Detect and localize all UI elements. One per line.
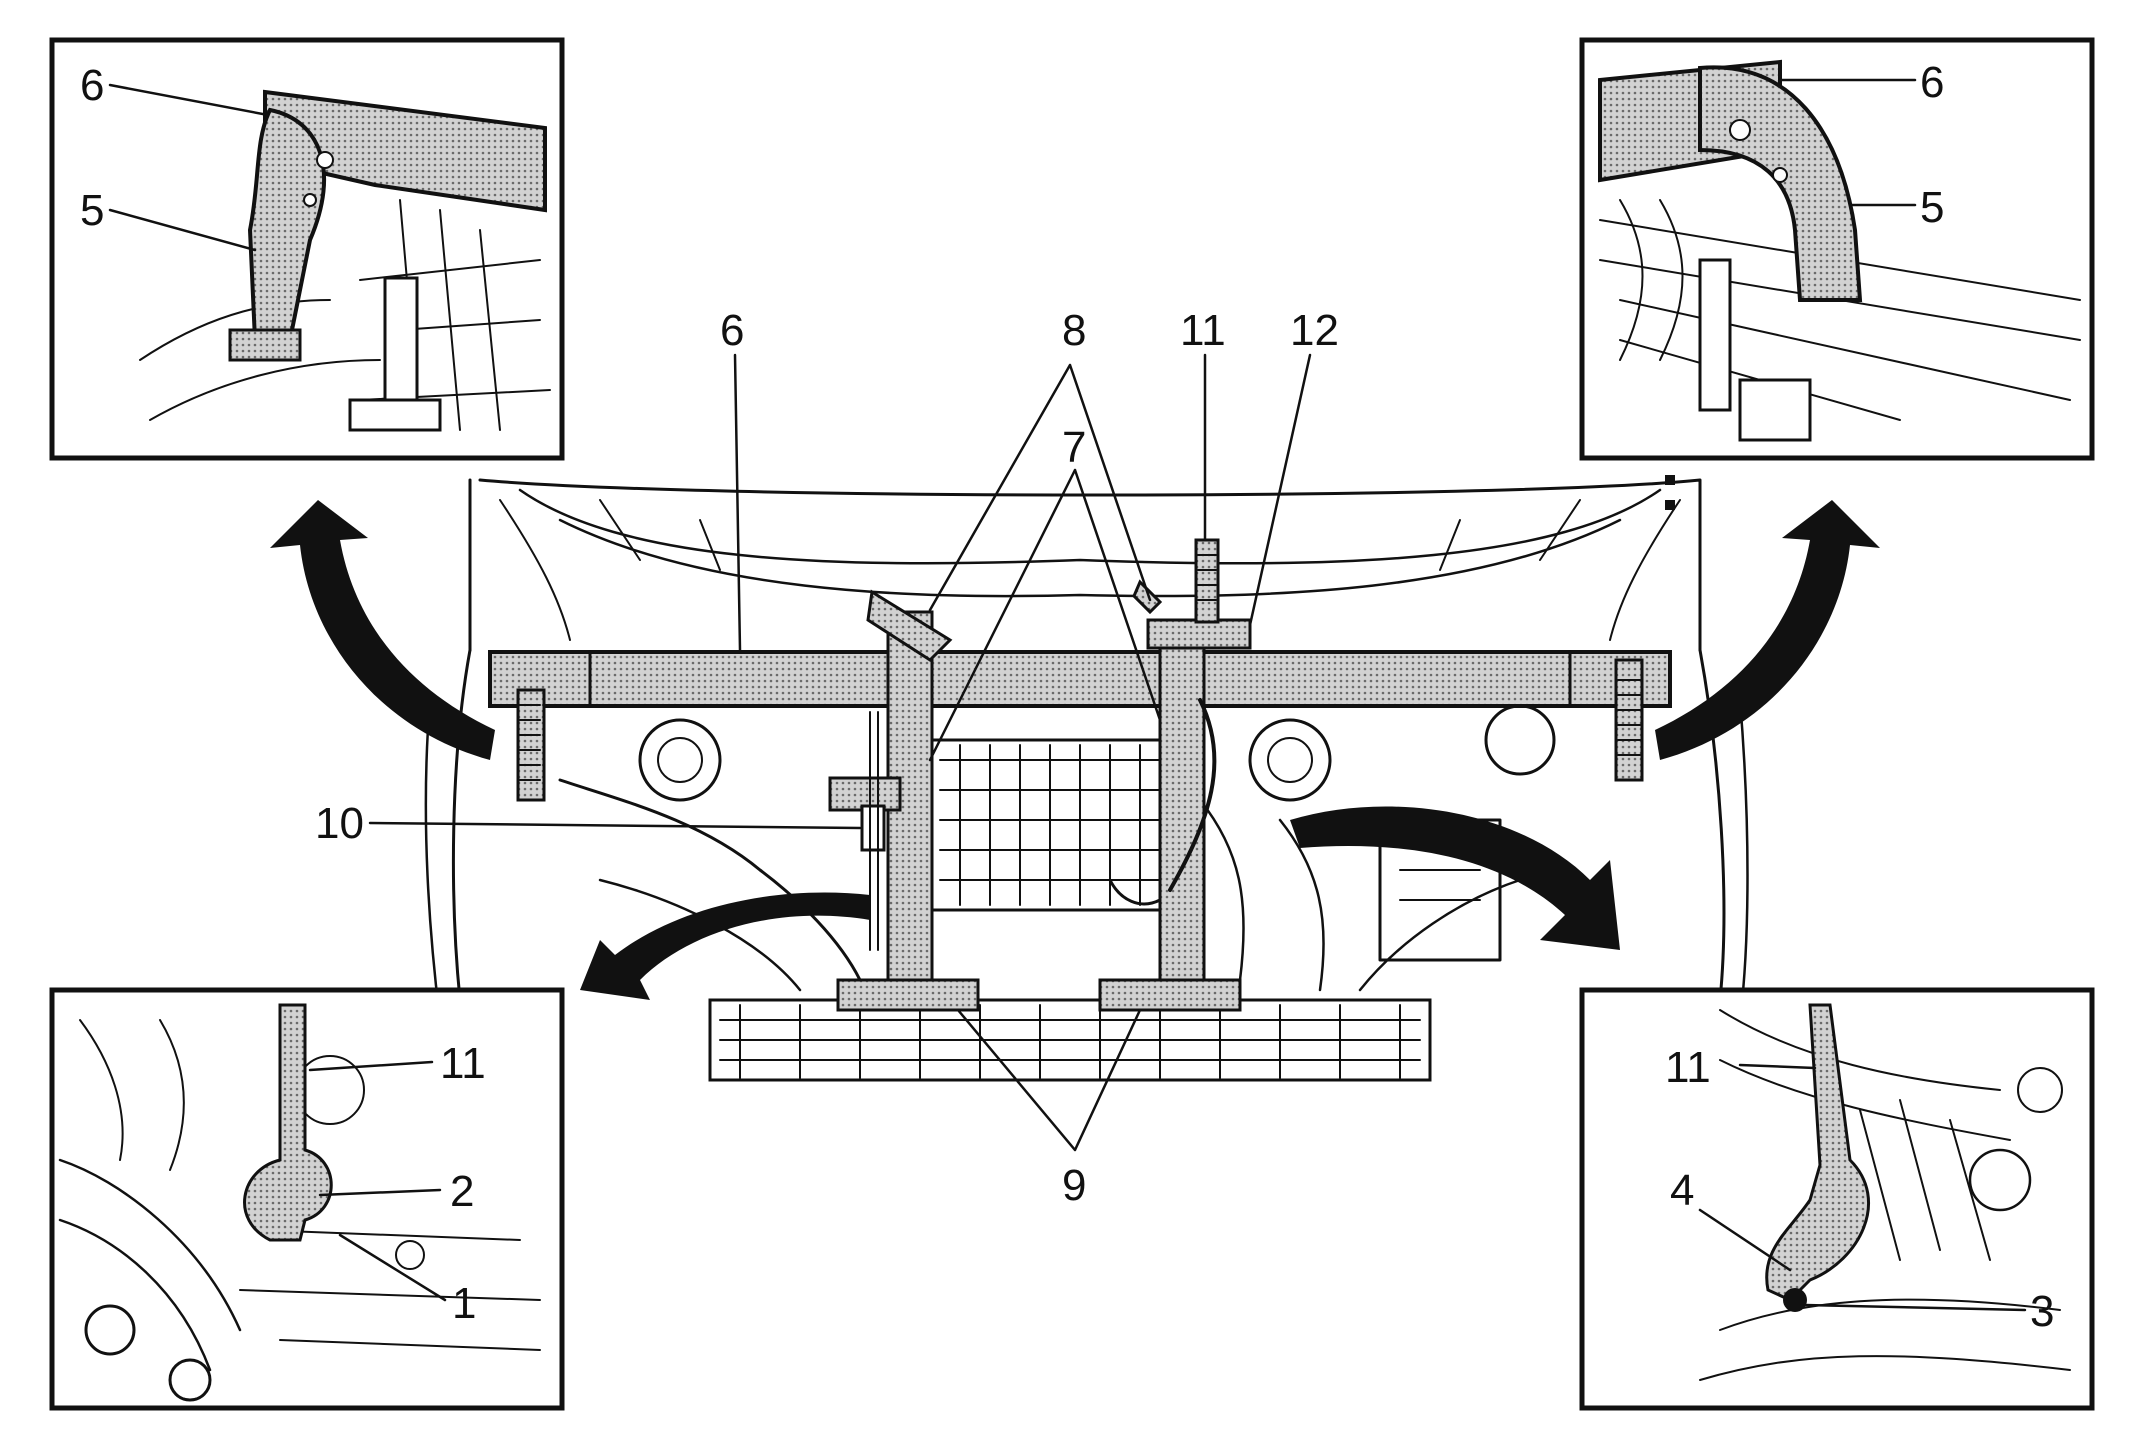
inset-top-left: 6 5 [49,37,565,461]
callout-bottom-left-11: 11 [440,1039,486,1088]
callout-main-6: 6 [720,306,744,355]
callout-main-11: 11 [1180,306,1226,355]
callout-bottom-left-2: 2 [450,1167,474,1216]
callout-bottom-right-3: 3 [2030,1287,2054,1336]
callout-main-10: 10 [315,799,364,848]
main-engine-bay-view: 6 8 11 12 7 10 9 [270,306,1880,1210]
inset-bottom-right: 11 4 3 [1579,987,2095,1411]
callout-bottom-right-4: 4 [1670,1166,1694,1215]
callout-bottom-left-1: 1 [452,1279,476,1328]
inset-bottom-left: 11 2 1 [49,987,565,1411]
callout-main-8: 8 [1062,306,1086,355]
callout-top-left-5: 5 [80,186,104,235]
callout-bottom-right-11: 11 [1665,1043,1711,1092]
callout-top-right-6: 6 [1920,58,1944,107]
inset-top-right: 6 5 [1579,37,2095,461]
callout-main-9: 9 [1062,1161,1086,1210]
callout-top-left-6: 6 [80,61,104,110]
callout-main-7: 7 [1062,423,1086,472]
callout-main-12: 12 [1290,306,1339,355]
callout-top-right-5: 5 [1920,183,1944,232]
